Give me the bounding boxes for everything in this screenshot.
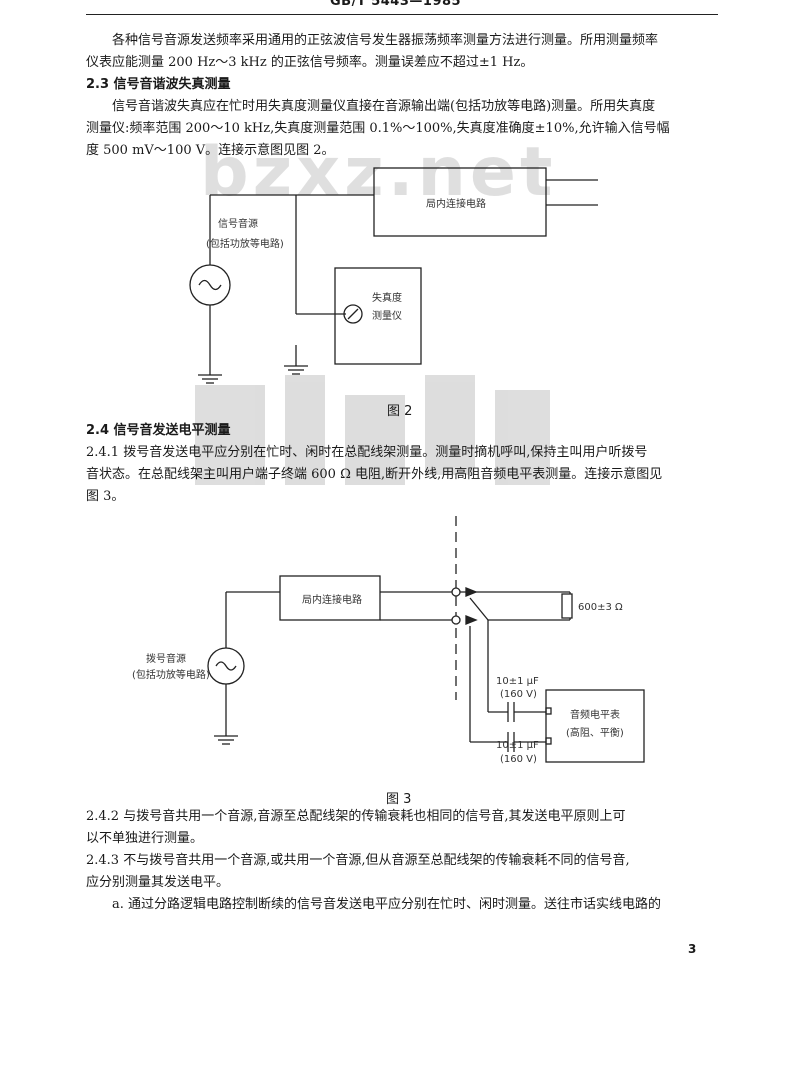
- fig3-cap1-sublabel: (160 V): [500, 689, 537, 700]
- paragraph-line: 2.4.2 与拨号音共用一个音源,音源至总配线架的传输衰耗也相同的信号音,其发送…: [86, 809, 626, 824]
- fig3-meter-sublabel: (高阻、平衡): [566, 726, 624, 739]
- sine-icon: [198, 279, 222, 291]
- connection-circuit-box: [373, 167, 547, 237]
- paragraph-line: 仪表应能测量 200 Hz～3 kHz 的正弦信号频率。测量误差应不超过±1 H…: [86, 55, 534, 70]
- fig3-meter-label: 音频电平表: [570, 708, 620, 721]
- sine-icon: [215, 661, 237, 671]
- paragraph-line: 应分别测量其发送电平。: [86, 875, 230, 890]
- connection-circuit-box: [279, 575, 381, 621]
- fig2-source-sublabel: (包括功放等电路): [206, 237, 284, 250]
- fig3-box-label: 局内连接电路: [302, 593, 362, 606]
- standard-number: GB/T 5443—1985: [330, 0, 462, 9]
- fig3-source-label: 拨号音源: [146, 652, 186, 665]
- fig2-meter-sublabel: 测量仪: [372, 309, 402, 322]
- paragraph-line: 2.4.1 拨号音发送电平应分别在忙时、闲时在总配线架测量。测量时摘机呼叫,保持…: [86, 445, 648, 460]
- section-heading-2-3: 2.3 信号音谐波失真测量: [86, 77, 231, 92]
- level-meter-box: [545, 689, 645, 763]
- paragraph-line: a. 通过分路逻辑电路控制断续的信号音发送电平应分别在忙时、闲时测量。送往市话实…: [112, 897, 662, 912]
- paragraph-line: 2.4.3 不与拨号音共用一个音源,或共用一个音源,但从音源至总配线架的传输衰耗…: [86, 853, 630, 868]
- signal-source-symbol: [189, 264, 231, 306]
- watermark: bzxz.net: [200, 133, 557, 212]
- resistor-600-ohm: [561, 593, 573, 619]
- paragraph-line: 信号音谐波失真应在忙时用失真度测量仪直接在音源输出端(包括功放等电路)测量。所用…: [112, 99, 656, 114]
- fig3-resistor-label: 600±3 Ω: [578, 602, 623, 613]
- distortion-meter-box: [334, 267, 422, 365]
- paragraph-line: 度 500 mV～100 V。连接示意图见图 2。: [86, 143, 335, 158]
- fig2-box-label: 局内连接电路: [426, 197, 486, 210]
- paragraph-line: 以不单独进行测量。: [86, 831, 204, 846]
- header-rule: [86, 14, 718, 15]
- redaction-blocks: [195, 375, 555, 485]
- fig2-source-label: 信号音源: [218, 217, 258, 230]
- fig3-cap2-sublabel: (160 V): [500, 754, 537, 765]
- section-heading-2-4: 2.4 信号音发送电平测量: [86, 423, 231, 438]
- paragraph-line: 图 3。: [86, 489, 125, 504]
- fig3-cap2-label: 10±1 μF: [496, 740, 539, 751]
- paragraph-line: 测量仪:频率范围 200～10 kHz,失真度测量范围 0.1%～100%,失真…: [86, 121, 670, 136]
- dial-tone-source-symbol: [207, 647, 245, 685]
- meter-dial-icon: [343, 304, 363, 324]
- paragraph-line: 音状态。在总配线架主叫用户端子终端 600 Ω 电阻,断开外线,用高阻音频电平表…: [86, 467, 663, 482]
- fig2-meter-label: 失真度: [372, 291, 402, 304]
- figure-2-caption: 图 2: [387, 404, 413, 419]
- fig3-source-sublabel: (包括功放等电路): [132, 668, 210, 681]
- page-number: 3: [688, 942, 697, 956]
- fig3-cap1-label: 10±1 μF: [496, 676, 539, 687]
- figure-3-caption: 图 3: [386, 792, 412, 807]
- paragraph-line: 各种信号音源发送频率采用通用的正弦波信号发生器振荡频率测量方法进行测量。所用测量…: [112, 33, 659, 48]
